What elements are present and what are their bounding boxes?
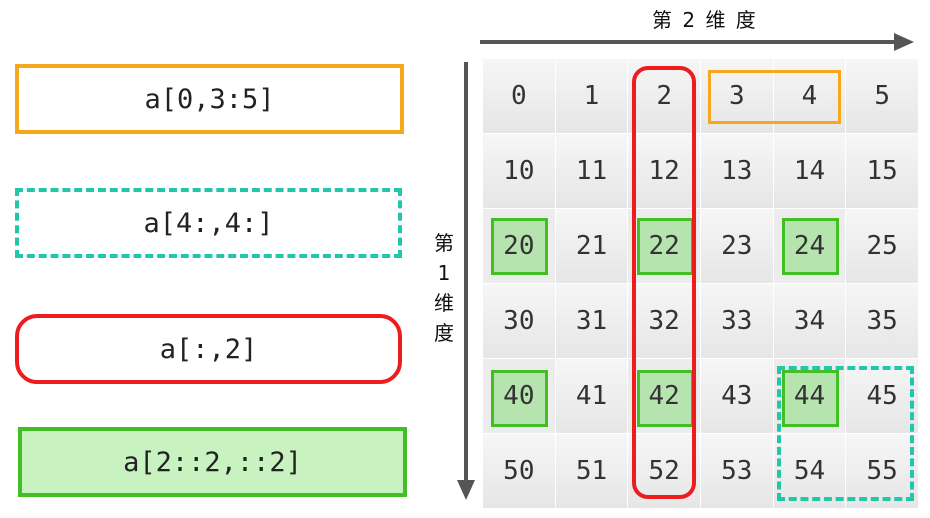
legend-teal-expr: a[4:,4:] bbox=[143, 207, 274, 239]
grid-cell: 22 bbox=[628, 209, 701, 284]
grid-cell: 10 bbox=[483, 134, 556, 209]
axis1-label-char: 度 bbox=[434, 321, 454, 345]
highlight-orange-row-slice bbox=[708, 70, 841, 124]
grid-cell: 54 bbox=[773, 434, 847, 509]
grid-cell: 52 bbox=[628, 434, 701, 509]
grid-cell: 53 bbox=[700, 434, 774, 509]
grid-cell: 23 bbox=[700, 209, 774, 284]
highlight-red-column bbox=[632, 66, 696, 499]
grid-cell: 45 bbox=[846, 359, 919, 434]
axis1-label-char: 1 bbox=[437, 261, 451, 285]
grid-cell: 11 bbox=[555, 134, 629, 209]
highlight-green-44 bbox=[782, 370, 839, 427]
grid-cell: 0 bbox=[483, 59, 556, 134]
highlight-green-40 bbox=[491, 370, 548, 427]
legend-red-expr: a[:,2] bbox=[159, 333, 258, 365]
grid-cell: 40 bbox=[483, 359, 556, 434]
axis1-label-char: 第 bbox=[434, 231, 454, 255]
grid-cell: 43 bbox=[700, 359, 774, 434]
grid-cell: 14 bbox=[773, 134, 847, 209]
grid-cell: 33 bbox=[700, 284, 774, 359]
grid-cell: 31 bbox=[555, 284, 629, 359]
grid-cell: 25 bbox=[846, 209, 919, 284]
grid-cell: 20 bbox=[483, 209, 556, 284]
grid-cell: 5 bbox=[846, 59, 919, 134]
axis2-arrowhead bbox=[894, 33, 914, 51]
grid-cell: 1 bbox=[555, 59, 629, 134]
axis1-label: 第 1 维 度 bbox=[430, 228, 458, 348]
grid-cell: 13 bbox=[700, 134, 774, 209]
legend-orange-expr: a[0,3:5] bbox=[144, 83, 275, 115]
grid-cell: 15 bbox=[846, 134, 919, 209]
grid-cell: 55 bbox=[846, 434, 919, 509]
grid-cell: 34 bbox=[773, 284, 847, 359]
axis2-label: 第 2 维 度 bbox=[652, 8, 758, 32]
grid-cell: 35 bbox=[846, 284, 919, 359]
grid-cell: 44 bbox=[773, 359, 847, 434]
highlight-green-20 bbox=[491, 218, 548, 275]
legend-green-slice: a[2::2,::2] bbox=[18, 427, 407, 497]
legend-orange-slice: a[0,3:5] bbox=[15, 64, 404, 134]
legend-teal-slice: a[4:,4:] bbox=[15, 188, 402, 258]
grid-cell: 42 bbox=[628, 359, 701, 434]
grid-cell: 30 bbox=[483, 284, 556, 359]
axis1-arrowhead bbox=[457, 480, 475, 500]
legend-red-slice: a[:,2] bbox=[15, 314, 402, 384]
axis1-label-char: 维 bbox=[434, 291, 454, 315]
grid-cell: 50 bbox=[483, 434, 556, 509]
legend-green-expr: a[2::2,::2] bbox=[123, 446, 302, 478]
grid-cell: 32 bbox=[628, 284, 701, 359]
grid-cell: 51 bbox=[555, 434, 629, 509]
grid-cell: 21 bbox=[555, 209, 629, 284]
highlight-green-24 bbox=[782, 218, 839, 275]
grid-cell: 24 bbox=[773, 209, 847, 284]
grid-cell: 41 bbox=[555, 359, 629, 434]
grid-cell: 12 bbox=[628, 134, 701, 209]
highlight-teal-block bbox=[777, 366, 914, 501]
